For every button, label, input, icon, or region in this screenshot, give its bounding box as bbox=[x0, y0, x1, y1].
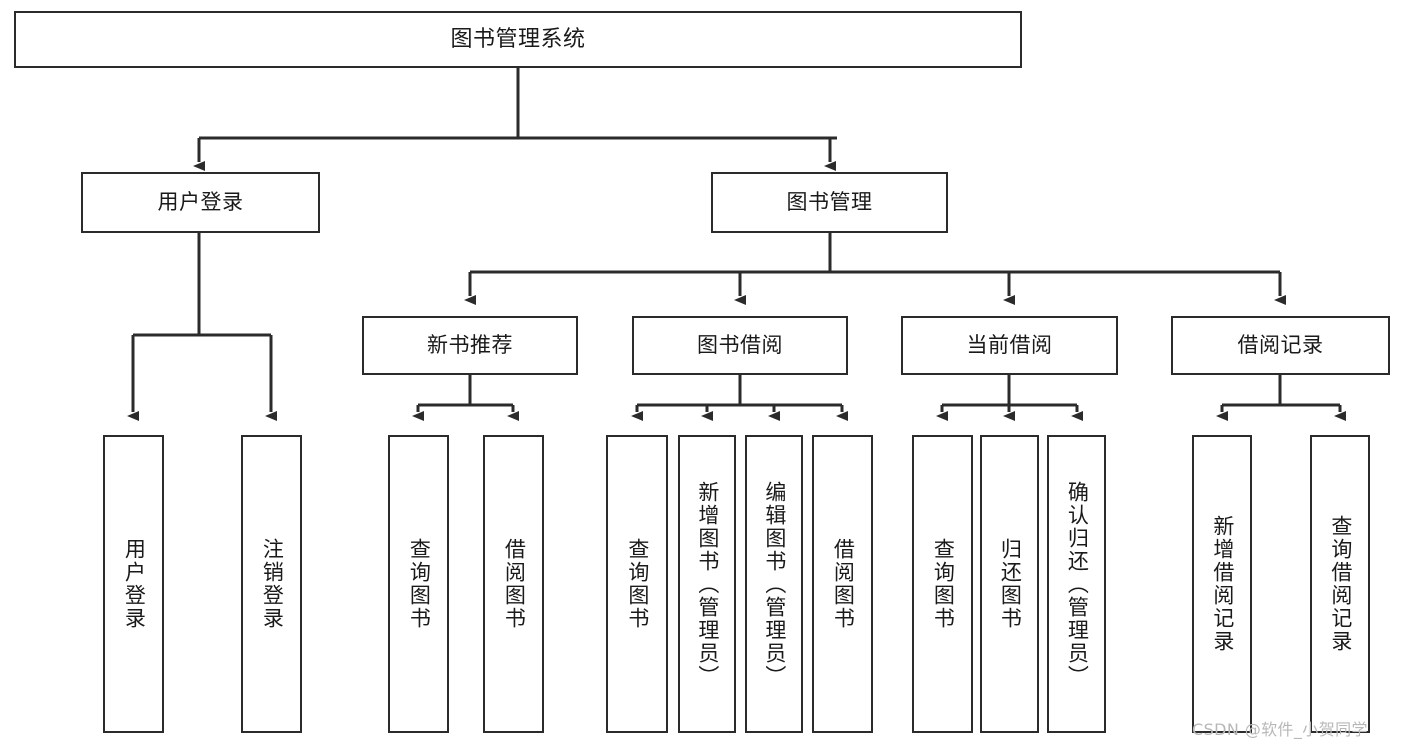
node-book-management[interactable]: 图书管理 bbox=[711, 172, 948, 233]
leaf-borrow-book[interactable]: 借阅图书 bbox=[812, 435, 873, 733]
node-label: 编辑图书（管理员） bbox=[762, 480, 787, 688]
node-root-system[interactable]: 图书管理系统 bbox=[14, 11, 1022, 68]
node-label: 查询借阅记录 bbox=[1328, 515, 1353, 653]
node-label: 用户登录 bbox=[157, 190, 244, 215]
node-label: 查询图书 bbox=[625, 538, 650, 630]
node-label: 新增图书（管理员） bbox=[695, 480, 720, 688]
leaf-add-borrow-record[interactable]: 新增借阅记录 bbox=[1192, 435, 1252, 733]
leaf-user-login[interactable]: 用户登录 bbox=[103, 435, 164, 733]
node-label: 新书推荐 bbox=[427, 333, 513, 358]
node-label: 归还图书 bbox=[998, 538, 1023, 630]
leaf-query-book-current[interactable]: 查询图书 bbox=[912, 435, 973, 733]
node-borrow-record[interactable]: 借阅记录 bbox=[1171, 316, 1390, 375]
csdn-watermark: CSDN @软件_小贺同学 bbox=[1192, 720, 1368, 739]
leaf-query-book[interactable]: 查询图书 bbox=[606, 435, 668, 733]
node-current-borrow[interactable]: 当前借阅 bbox=[901, 316, 1118, 375]
node-label: 新增借阅记录 bbox=[1210, 515, 1235, 653]
node-label: 借阅图书 bbox=[831, 538, 856, 630]
leaf-add-book-admin[interactable]: 新增图书（管理员） bbox=[678, 435, 736, 733]
node-label: 查询图书 bbox=[407, 538, 432, 630]
leaf-query-borrow-record[interactable]: 查询借阅记录 bbox=[1310, 435, 1370, 733]
node-label: 当前借阅 bbox=[966, 333, 1053, 358]
node-label: 图书借阅 bbox=[697, 333, 783, 358]
node-label: 借阅图书 bbox=[502, 538, 527, 630]
node-user-login[interactable]: 用户登录 bbox=[81, 172, 320, 233]
node-label: 借阅记录 bbox=[1237, 333, 1324, 358]
node-label: 确认归还（管理员） bbox=[1065, 480, 1090, 688]
node-label: 查询图书 bbox=[931, 538, 956, 630]
node-label: 图书管理 bbox=[786, 190, 873, 215]
node-label: 注销登录 bbox=[260, 538, 285, 630]
leaf-borrow-book-recommend[interactable]: 借阅图书 bbox=[483, 435, 544, 733]
leaf-query-book-recommend[interactable]: 查询图书 bbox=[388, 435, 449, 733]
node-new-book-recommend[interactable]: 新书推荐 bbox=[362, 316, 578, 375]
leaf-return-book[interactable]: 归还图书 bbox=[980, 435, 1039, 733]
node-label: 用户登录 bbox=[122, 538, 147, 630]
leaf-edit-book-admin[interactable]: 编辑图书（管理员） bbox=[745, 435, 803, 733]
leaf-user-logout[interactable]: 注销登录 bbox=[241, 435, 302, 733]
leaf-confirm-return-admin[interactable]: 确认归还（管理员） bbox=[1047, 435, 1106, 733]
node-label: 图书管理系统 bbox=[450, 26, 586, 52]
node-book-borrow[interactable]: 图书借阅 bbox=[632, 316, 848, 375]
